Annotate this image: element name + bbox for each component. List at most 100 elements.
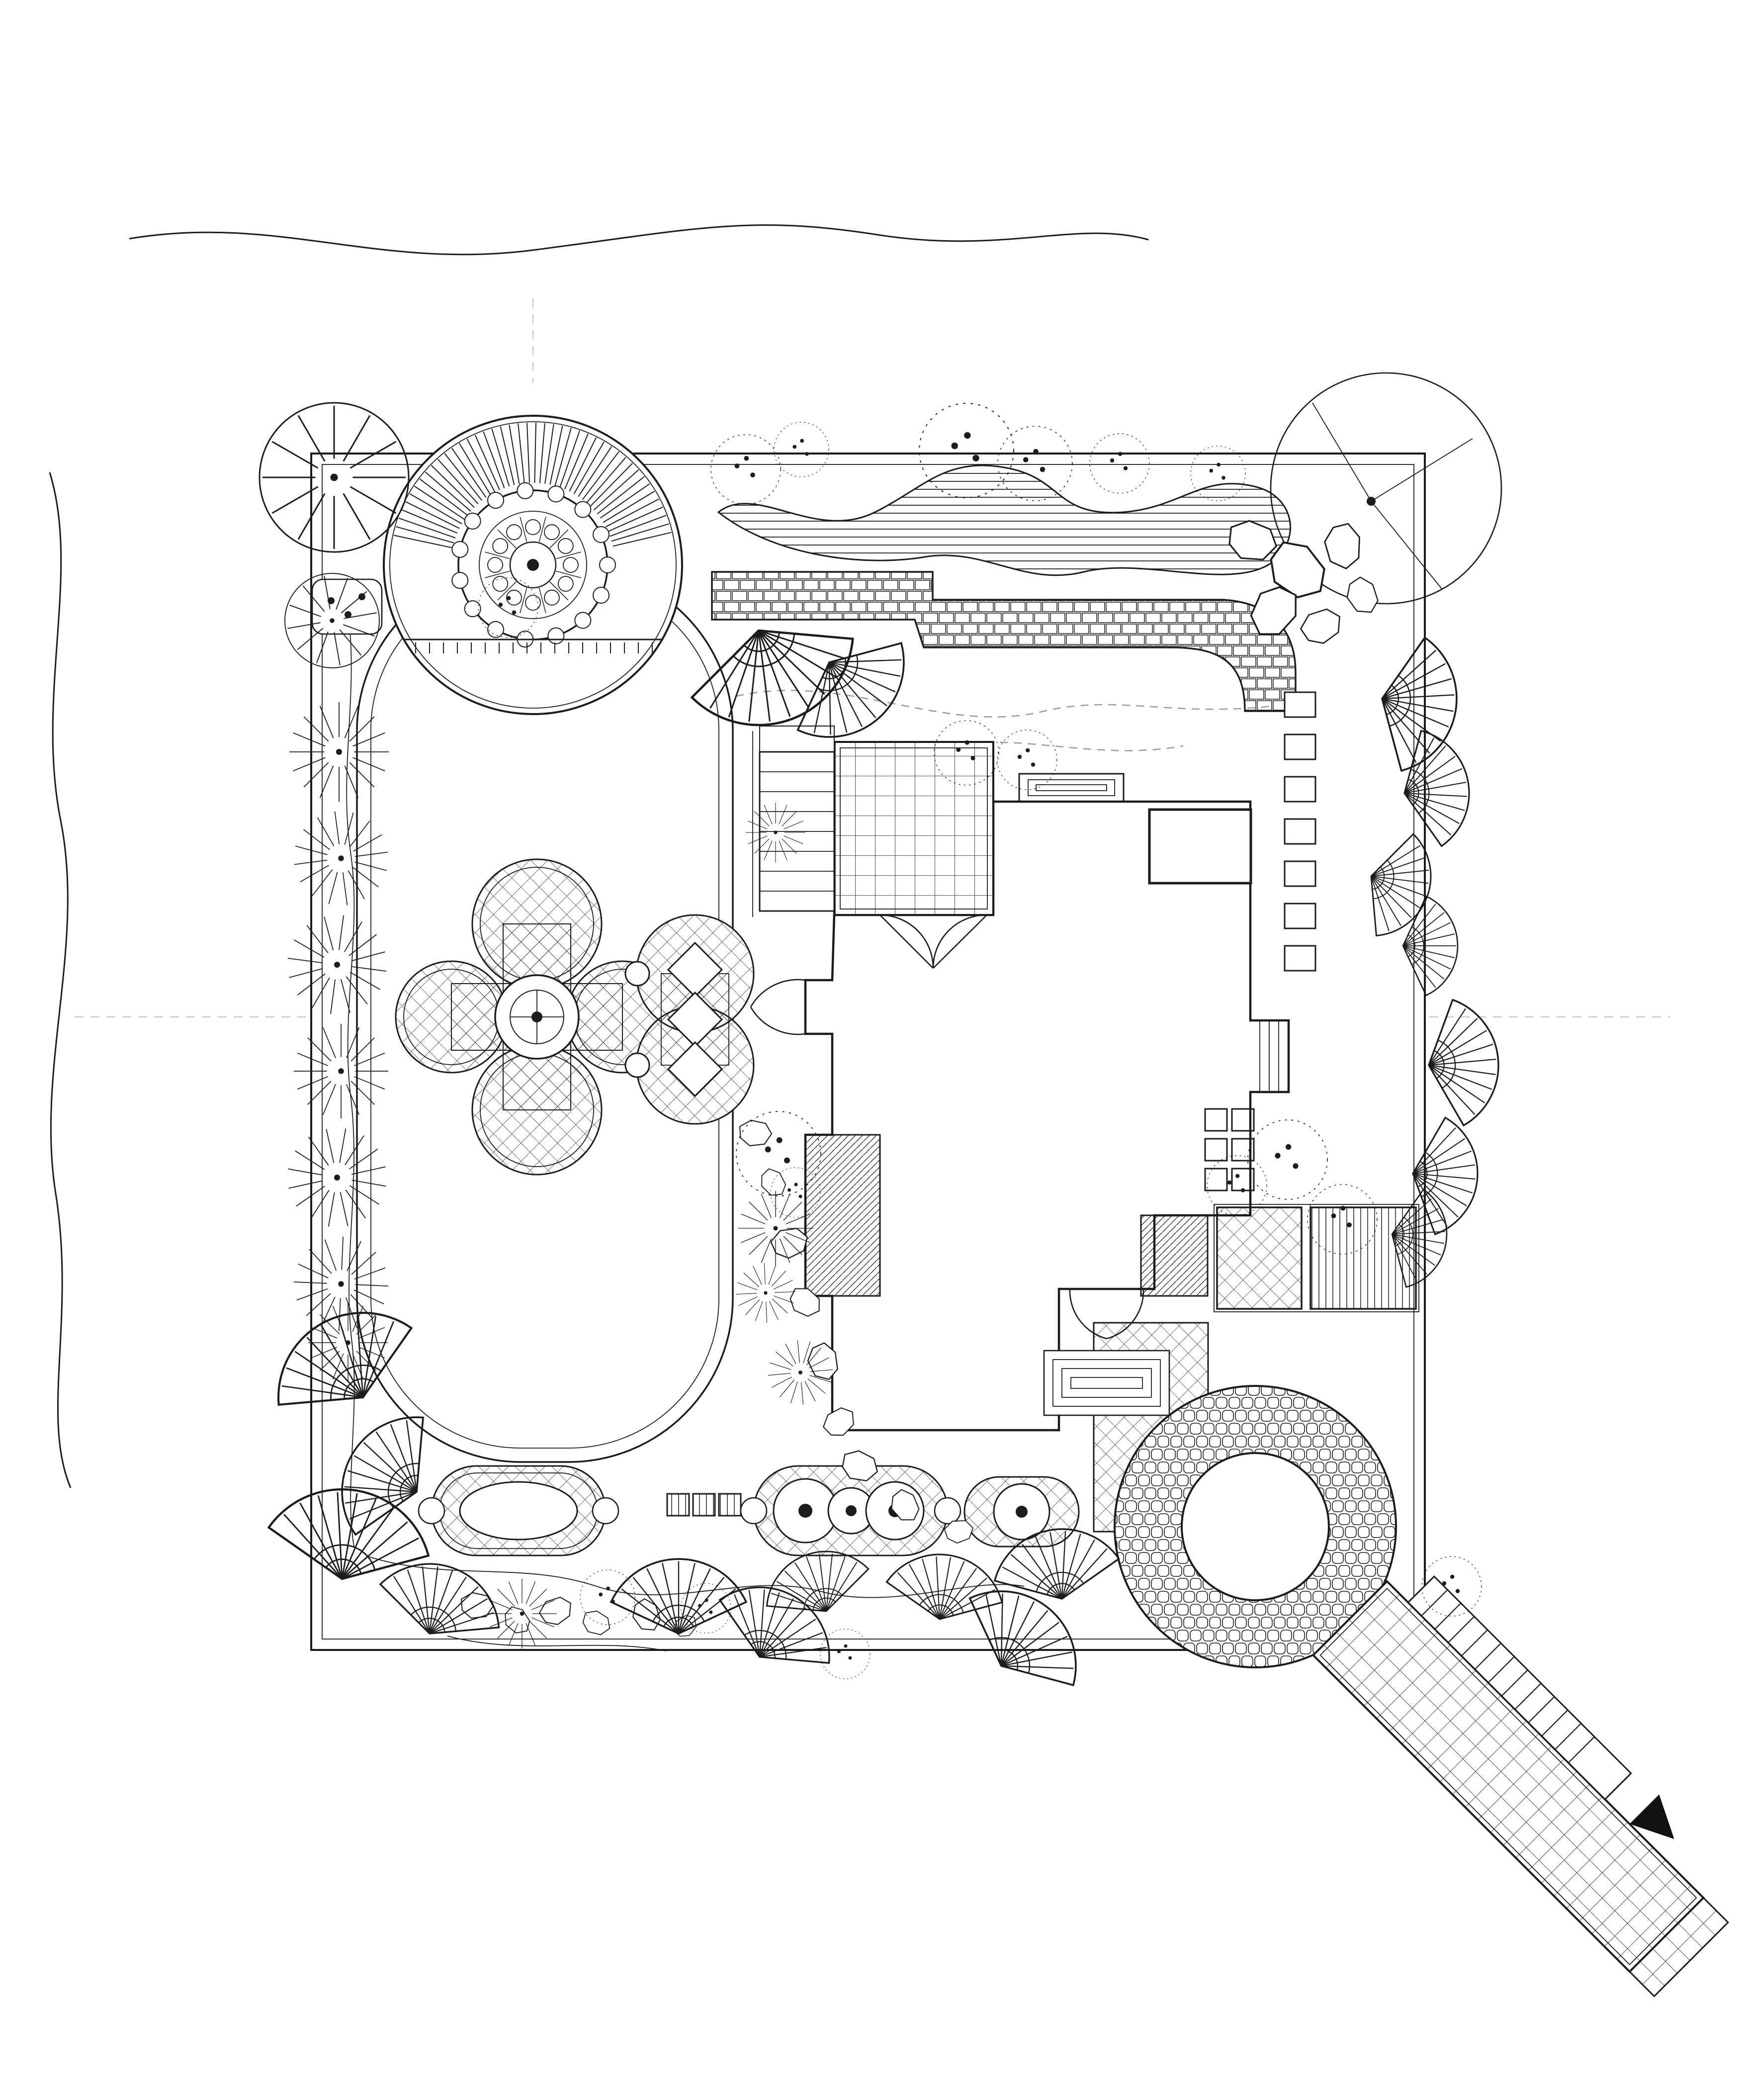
shrub	[1247, 1119, 1328, 1200]
step-rung	[1421, 1589, 1448, 1617]
fan-tree	[1352, 824, 1447, 948]
sun-ray	[605, 498, 659, 528]
shrub	[1089, 433, 1150, 494]
side-deck	[804, 1134, 881, 1297]
sun-ray	[612, 532, 672, 547]
bulb-parterre	[624, 914, 755, 1125]
door-left	[750, 979, 806, 1035]
shrub	[820, 1629, 871, 1679]
sun-ray	[419, 478, 468, 516]
rosette-spoke	[497, 581, 517, 601]
sun-ray	[396, 526, 454, 544]
spike-tree	[308, 1302, 388, 1383]
driveway	[1311, 1575, 1730, 1998]
quatrefoil-parterre	[395, 858, 679, 1176]
rosette-spoke	[520, 517, 527, 542]
sun-ray	[573, 441, 605, 494]
spike-tree	[487, 1578, 557, 1649]
conifer-tree	[259, 402, 410, 553]
rosette-petal	[557, 576, 574, 592]
rosette-spoke	[549, 581, 569, 601]
stepping-stone	[1284, 945, 1316, 972]
stepping-stone	[1284, 691, 1316, 718]
spike-tree	[727, 1254, 804, 1332]
sun-ray	[458, 443, 491, 495]
hedge-lines	[346, 611, 1025, 1651]
sun-ray	[564, 433, 589, 490]
parterre-oval	[418, 1465, 619, 1556]
sun-ray	[600, 483, 650, 519]
step-rung	[1474, 1643, 1501, 1670]
stone-path	[711, 571, 1297, 712]
scallop	[599, 556, 616, 573]
scallop	[547, 485, 565, 503]
rosette-petal	[487, 557, 503, 573]
stepping-squares	[1284, 691, 1316, 972]
rosette-petal	[544, 524, 560, 541]
sun-ray	[474, 435, 500, 490]
rosette-petal	[492, 538, 509, 554]
shrub	[997, 730, 1057, 790]
stepping-stone	[1284, 818, 1316, 845]
sunburst-rays	[394, 423, 672, 548]
sun-ray	[483, 431, 505, 488]
stepping-stone	[1284, 903, 1316, 929]
scallop	[487, 621, 504, 638]
turning-circle	[1114, 1385, 1397, 1668]
entry-stairs	[752, 726, 835, 917]
rock	[756, 1165, 792, 1201]
rosette-petal	[525, 519, 541, 535]
planter-squares	[666, 1493, 742, 1517]
sun-ray	[509, 424, 520, 484]
rosette-petal	[525, 595, 541, 611]
sun-ray	[398, 517, 456, 539]
spike-tree	[289, 702, 389, 802]
sun-ray	[401, 509, 458, 534]
step-rung	[1487, 1656, 1515, 1683]
fan-tree	[1369, 631, 1469, 779]
fan-tree	[255, 1286, 430, 1436]
sun-ray	[518, 423, 525, 484]
scallop	[517, 482, 534, 499]
rosette-spoke	[520, 588, 527, 613]
scallop	[464, 600, 481, 618]
sunburst-parterre	[383, 415, 683, 715]
entry-patio	[833, 741, 994, 916]
fan-tree	[1422, 995, 1505, 1129]
sun-ray	[608, 506, 663, 532]
sun-ray	[603, 490, 655, 523]
scallop	[574, 501, 592, 518]
scallop	[451, 541, 469, 558]
spike-tree	[268, 896, 406, 1033]
rosette-spoke	[485, 551, 510, 559]
step-rung	[1541, 1710, 1569, 1736]
rock	[1321, 521, 1365, 572]
sun-ray	[466, 439, 496, 493]
rosette-petal	[506, 524, 522, 541]
sun-ray	[559, 430, 581, 488]
fan-tree	[881, 1544, 1010, 1631]
rosette-petal	[492, 576, 509, 592]
house-footprint	[804, 800, 1290, 1432]
ground-ticks	[415, 642, 653, 653]
scallop	[451, 572, 469, 589]
sun-ray	[611, 523, 670, 542]
contour-lines	[49, 224, 1149, 1488]
sun-ray	[491, 428, 510, 487]
sun-ray	[569, 437, 597, 492]
sun-ray	[394, 535, 453, 548]
scallop	[464, 512, 481, 530]
rosette-petal	[544, 589, 560, 606]
fan-tree	[1393, 723, 1480, 852]
sun-ray	[414, 485, 465, 520]
step-rung	[1448, 1616, 1475, 1643]
rock	[739, 1119, 773, 1147]
spike-tree	[738, 1190, 813, 1266]
rosette-spoke	[497, 529, 517, 548]
house	[750, 726, 1290, 1432]
step-rung	[1461, 1629, 1488, 1656]
fan-tree	[704, 1564, 850, 1690]
sun-ray	[526, 423, 530, 483]
rosette-spoke	[556, 551, 581, 559]
sun-ray	[451, 448, 487, 498]
